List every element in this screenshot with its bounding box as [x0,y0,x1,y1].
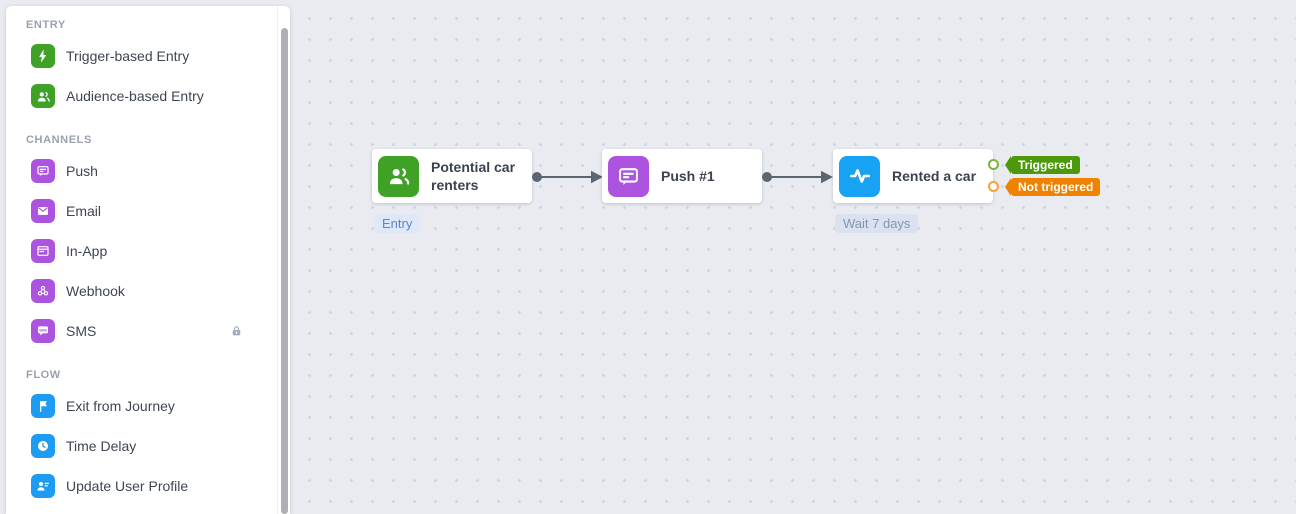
palette-item-label: Push [66,163,98,179]
webhook-icon [31,279,55,303]
section-title-entry: ENTRY [26,19,66,31]
push-bubble-icon [31,159,55,183]
palette-item-label: Email [66,203,102,219]
palette-item-label: Update User Profile [66,478,189,494]
edge-entry-to-push[interactable] [528,167,606,187]
palette-item-push[interactable]: Push [6,151,277,191]
palette-item-email[interactable]: Email [6,191,277,231]
sms-icon-text: SMS [39,328,47,332]
palette-scrollbar-track[interactable] [277,6,290,514]
wait-badge: Wait 7 days [835,214,919,233]
lock-icon [230,324,243,338]
sms-bubble-icon: SMS [31,319,55,343]
palette-item-label: Exit from Journey [66,398,175,414]
audience-people-icon [378,155,419,197]
palette-item-time-delay[interactable]: Time Delay [6,426,277,466]
section-title-channels: CHANNELS [26,134,92,146]
palette-item-label: Time Delay [66,438,137,454]
flag-icon [31,394,55,418]
palette-item-update-user-profile[interactable]: Update User Profile [6,466,277,506]
palette-item-label: In-App [66,243,108,259]
email-envelope-icon [31,199,55,223]
palette-sidebar: ENTRY Trigger-based Entry [6,6,290,514]
audience-people-icon [31,84,55,108]
clock-icon [31,434,55,458]
activity-pulse-icon [839,155,880,197]
palette-content: ENTRY Trigger-based Entry [6,6,277,514]
palette-item-webhook[interactable]: Webhook [6,271,277,311]
node-audience-entry[interactable]: Potential car renters [372,149,532,203]
entry-badge: Entry [374,214,421,233]
palette-item-sms[interactable]: SMS SMS [6,311,277,351]
section-title-flow: FLOW [26,369,61,381]
not-triggered-tag: Not triggered [1011,178,1101,196]
section-flow: FLOW Exit from Journey [6,369,277,506]
node-rented-a-car[interactable]: Rented a car [833,149,993,203]
palette-item-exit-from-journey[interactable]: Exit from Journey [6,386,277,426]
edge-push-to-event[interactable] [758,167,836,187]
palette-item-label: Webhook [66,283,125,299]
node-label: Push #1 [661,168,715,184]
node-push-1[interactable]: Push #1 [602,149,762,203]
user-edit-icon [31,474,55,498]
palette-item-label: Trigger-based Entry [66,48,190,64]
palette-scrollbar-thumb[interactable] [281,28,288,514]
triggered-tag: Triggered [1011,156,1080,174]
palette-item-in-app[interactable]: In-App [6,231,277,271]
in-app-window-icon [31,239,55,263]
triggered-port[interactable] [988,159,999,170]
push-bubble-icon [608,155,649,197]
palette-item-label: Audience-based Entry [66,88,204,104]
node-label: Potential car renters [431,159,516,193]
palette-item-audience-based-entry[interactable]: Audience-based Entry [6,76,277,116]
not-triggered-port[interactable] [988,181,999,192]
palette-item-trigger-based-entry[interactable]: Trigger-based Entry [6,36,277,76]
palette-item-label: SMS [66,323,97,339]
section-entry: ENTRY Trigger-based Entry [6,19,277,116]
node-label: Rented a car [892,168,977,184]
section-channels: CHANNELS Push [6,134,277,351]
lightning-bolt-icon [31,44,55,68]
